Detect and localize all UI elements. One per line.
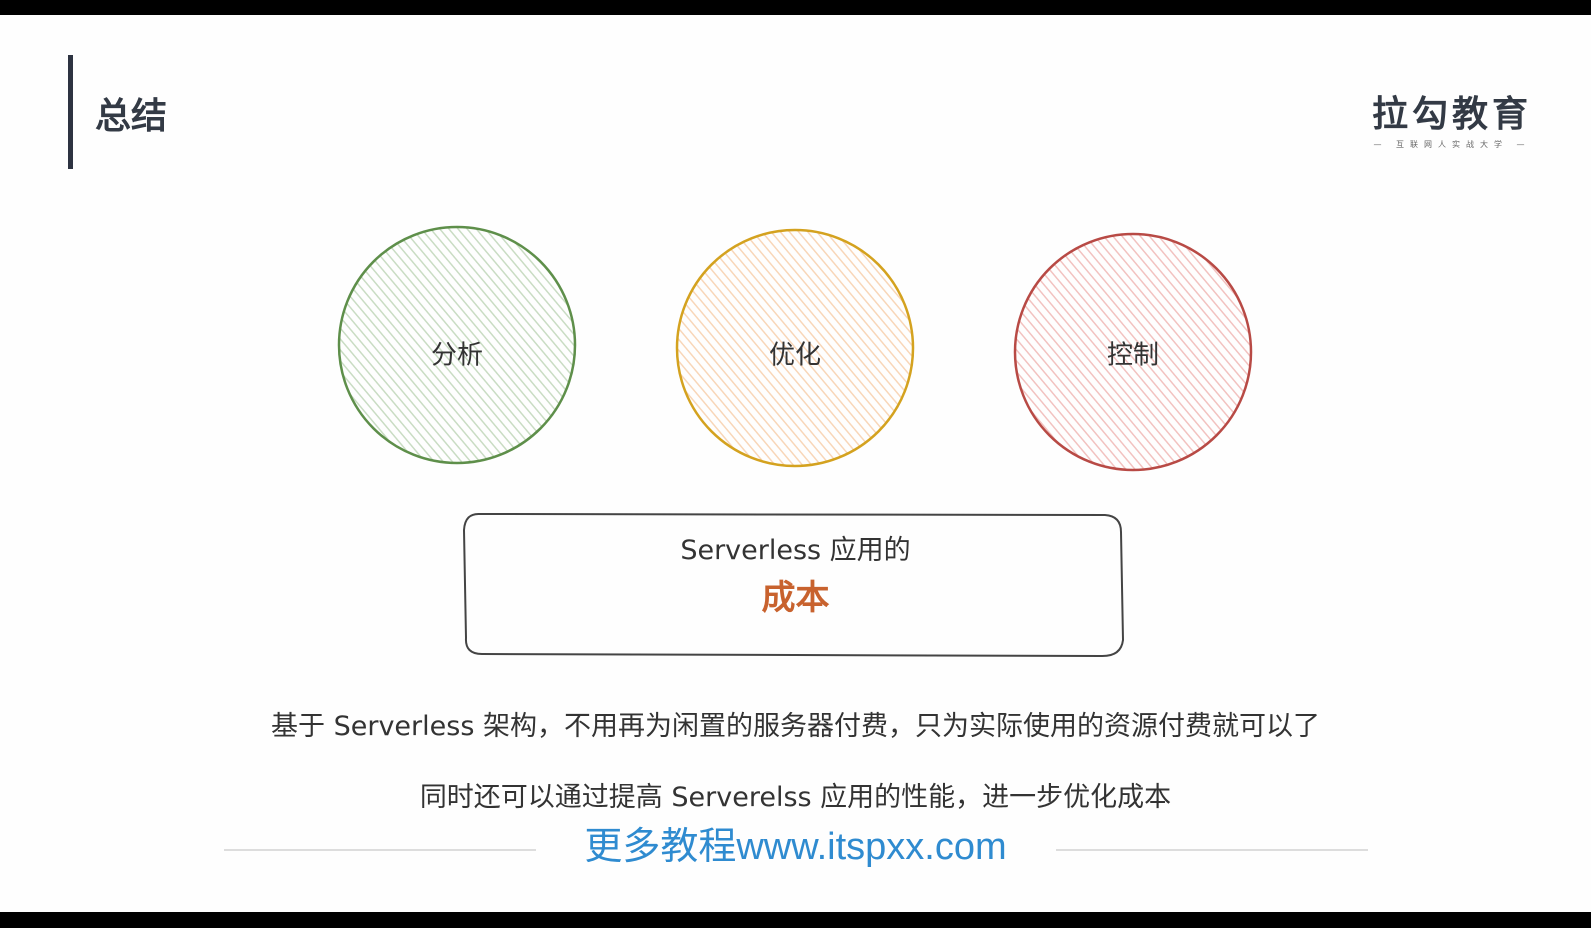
title-accent-bar (68, 55, 73, 169)
box-highlight: 成本 (761, 578, 830, 618)
logo-main: 拉勾教育 (1372, 94, 1533, 135)
circle-label-analyze: 分析 (430, 340, 484, 371)
box-subtitle: Serverless 应用的 (680, 535, 911, 566)
footer-watermark: 更多教程www.itspxx.com (584, 826, 1007, 868)
cost-box (462, 512, 1125, 658)
circle-control (1013, 232, 1253, 472)
footer-rule-left (224, 849, 536, 851)
circle-label-control: 控制 (1106, 340, 1160, 371)
circle-label-optimize: 优化 (768, 340, 822, 371)
logo-sub: — 互联网人实战大学 — (1373, 140, 1531, 149)
footer-rule-right (1056, 849, 1368, 851)
slide-title: 总结 (95, 96, 168, 137)
circle-analyze (337, 225, 577, 465)
logo: 拉勾教育 — 互联网人实战大学 — (1372, 85, 1532, 150)
body-line-1: 基于 Serverless 架构，不用再为闲置的服务器付费，只为实际使用的资源付… (271, 711, 1320, 742)
circle-optimize (675, 228, 915, 468)
body-line-2: 同时还可以通过提高 Serverelss 应用的性能，进一步优化成本 (419, 782, 1172, 813)
